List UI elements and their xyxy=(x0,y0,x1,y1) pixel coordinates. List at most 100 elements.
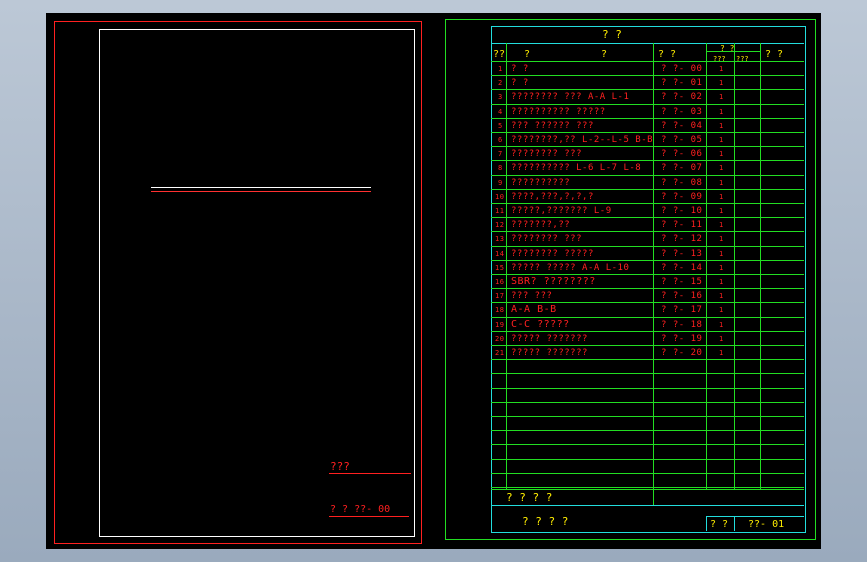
bom-footer-line xyxy=(491,489,804,490)
bom-row-qty: 1 xyxy=(719,65,724,73)
bom-row-name: ????????,?? L-2--L-5 B-B xyxy=(511,135,654,145)
left-sheet-outer-border xyxy=(54,21,422,544)
bom-row-name: ? ? xyxy=(511,64,529,74)
bom-row-number: 4 xyxy=(498,108,503,116)
bom-row-qty: 1 xyxy=(719,136,724,144)
bom-row-number: 15 xyxy=(495,264,505,272)
bom-row-number: 2 xyxy=(498,79,503,87)
bom-row-qty: 1 xyxy=(719,264,724,272)
title-block-right-b: ??- 01 xyxy=(748,519,785,530)
bom-row-name: ?????????? xyxy=(511,178,571,188)
bom-row-qty: 1 xyxy=(719,150,724,158)
header-col-name-a: ? xyxy=(524,49,531,60)
bom-row-line xyxy=(491,288,804,289)
bom-row-line xyxy=(491,246,804,247)
bom-row-code: ? ?- 08 xyxy=(661,178,703,188)
bom-row-code: ? ?- 10 xyxy=(661,206,703,216)
bom-row-number: 9 xyxy=(498,179,503,187)
bom-row-number: 8 xyxy=(498,164,503,172)
bom-row-qty: 1 xyxy=(719,349,724,357)
bom-row-code: ? ?- 03 xyxy=(661,107,703,117)
bom-title: ? ? xyxy=(602,28,622,41)
bom-row-line xyxy=(491,402,804,403)
bom-column-line xyxy=(506,43,507,489)
bom-row-code: ? ?- 18 xyxy=(661,320,703,330)
title-block-inner-top xyxy=(706,516,804,517)
bom-row-name: ?????????? ????? xyxy=(511,107,606,117)
bom-row-code: ? ?- 12 xyxy=(661,234,703,244)
left-sheet-section-line xyxy=(151,187,371,192)
right-sheet-border xyxy=(445,19,816,540)
footer-column-line xyxy=(653,489,654,505)
bom-row-name: ??? ?????? ??? xyxy=(511,121,594,131)
bom-row-qty: 1 xyxy=(719,164,724,172)
bom-header-bottom xyxy=(491,61,804,62)
bom-row-qty: 1 xyxy=(719,207,724,215)
title-block-top xyxy=(491,505,804,506)
bom-row-code: ? ?- 19 xyxy=(661,334,703,344)
bom-title-separator xyxy=(491,43,804,44)
title-block-divider xyxy=(734,516,735,531)
bom-row-line xyxy=(491,416,804,417)
bom-row-name: ???????? ??? xyxy=(511,234,583,244)
bom-row-number: 6 xyxy=(498,136,503,144)
bom-row-line xyxy=(491,302,804,303)
bom-row-line xyxy=(491,160,804,161)
bom-row-number: 11 xyxy=(495,207,505,215)
bom-row-qty: 1 xyxy=(719,179,724,187)
bom-row-line xyxy=(491,175,804,176)
bom-row-code: ? ?- 01 xyxy=(661,78,703,88)
bom-row-line xyxy=(491,89,804,90)
bom-row-name: ???????? ??? xyxy=(511,149,583,159)
header-col-qty-b: ??? xyxy=(736,55,749,63)
title-block-divider xyxy=(706,516,707,531)
bom-row-qty: 1 xyxy=(719,292,724,300)
bom-row-number: 10 xyxy=(495,193,505,201)
bom-row-line xyxy=(491,473,804,474)
bom-row-line xyxy=(491,444,804,445)
bom-row-qty: 1 xyxy=(719,321,724,329)
bom-row-name: C-C ????? xyxy=(511,319,570,330)
bom-row-number: 20 xyxy=(495,335,505,343)
left-sheet-label-top: ??? xyxy=(330,460,350,473)
bom-row-line xyxy=(491,118,804,119)
bom-row-line xyxy=(491,217,804,218)
bom-row-line xyxy=(491,345,804,346)
bom-row-name: A-A B-B xyxy=(511,304,557,315)
bom-row-code: ? ?- 11 xyxy=(661,220,703,230)
bom-row-name: ??? ??? xyxy=(511,291,553,301)
header-col-remark: ? ? xyxy=(765,49,784,60)
bom-row-name: ? ? xyxy=(511,78,529,88)
bom-row-name: ????,???,?,?,? xyxy=(511,192,594,202)
bom-row-number: 7 xyxy=(498,150,503,158)
bom-row-qty: 1 xyxy=(719,335,724,343)
bom-row-code: ? ?- 15 xyxy=(661,277,703,287)
bom-row-qty: 1 xyxy=(719,79,724,87)
title-block-left-text: ? ? ? ? xyxy=(522,515,569,528)
bom-row-number: 3 xyxy=(498,93,503,101)
left-sheet-label-bottom-underline xyxy=(329,516,409,517)
bom-row-name: ?????????? L-6 L-7 L-8 xyxy=(511,163,642,173)
bom-row-line xyxy=(491,459,804,460)
bom-row-number: 13 xyxy=(495,235,505,243)
bom-row-line xyxy=(491,132,804,133)
header-col-qty-a: ??? xyxy=(713,55,726,63)
bom-row-name: ???????,?? xyxy=(511,220,571,230)
bom-row-name: SBR? ???????? xyxy=(511,276,596,287)
bom-row-line xyxy=(491,487,804,488)
bom-row-qty: 1 xyxy=(719,278,724,286)
bom-row-name: ????? ????? A-A L-10 xyxy=(511,263,630,273)
title-block-right-a: ? ? xyxy=(710,519,729,530)
bom-row-code: ? ?- 06 xyxy=(661,149,703,159)
bom-row-code: ? ?- 09 xyxy=(661,192,703,202)
cad-drawing-canvas[interactable]: ??? ? ? ??- 00 ? ? ?? ? ? ? ? ? ? ??? ??… xyxy=(46,13,821,549)
bom-row-qty: 1 xyxy=(719,122,724,130)
bom-row-code: ? ?- 02 xyxy=(661,92,703,102)
bom-row-number: 16 xyxy=(495,278,505,286)
bom-table-frame xyxy=(491,26,806,533)
bom-row-code: ? ?- 05 xyxy=(661,135,703,145)
bom-row-line xyxy=(491,274,804,275)
bom-row-number: 21 xyxy=(495,349,505,357)
bom-row-qty: 1 xyxy=(719,221,724,229)
header-col-qty-top: ? ? xyxy=(720,44,735,53)
